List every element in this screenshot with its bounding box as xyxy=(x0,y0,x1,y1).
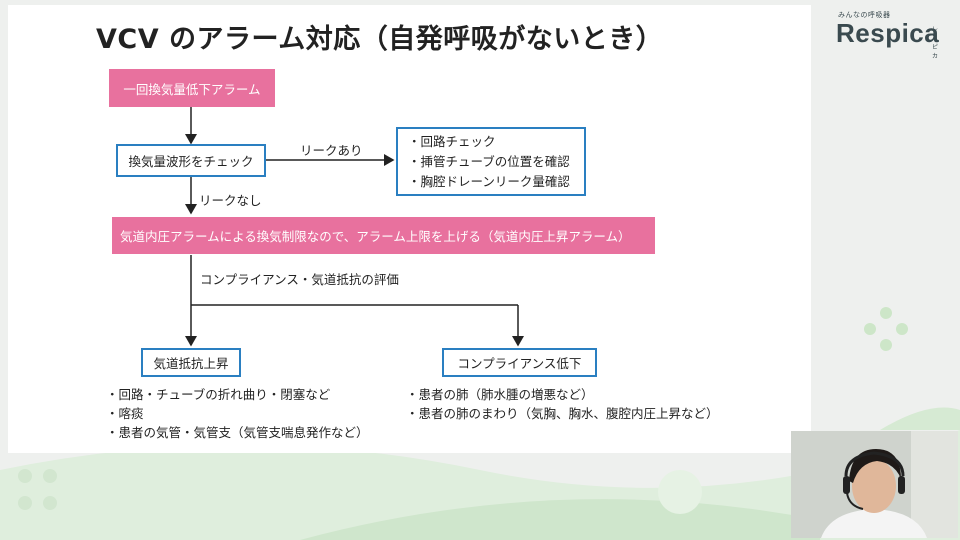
compliance-label: コンプライアンス低下 xyxy=(457,356,582,371)
resistance-box: 気道抵抗上昇 xyxy=(141,348,241,377)
presenter-webcam xyxy=(791,431,958,538)
start-alarm-box: 一回換気量低下アラーム xyxy=(109,69,275,107)
resistance-item: ・回路・チューブの折れ曲り・閉塞など xyxy=(106,387,331,402)
flow-connectors xyxy=(185,107,524,347)
resistance-item: ・喀痰 xyxy=(106,406,144,421)
leak-actions-box: ・回路チェック ・挿管チューブの位置を確認 ・胸腔ドレーンリーク量確認 xyxy=(396,127,586,196)
slide: VCV のアラーム対応（自発呼吸がないとき） 一回換気量低下アラーム 換気量波形… xyxy=(8,5,811,453)
logo-tagline: みんなの呼吸器 xyxy=(838,11,891,19)
check-waveform-label: 換気量波形をチェック xyxy=(128,154,254,169)
logo-sub: レスピカ xyxy=(932,26,939,60)
check-waveform-box: 換気量波形をチェック xyxy=(116,144,266,177)
compliance-item: ・患者の肺のまわり（気胸、胸水、腹腔内圧上昇など） xyxy=(406,406,719,421)
leak-item: ・回路チェック xyxy=(408,133,496,149)
leak-yes-label: リークあり xyxy=(300,143,363,158)
leak-no-label: リークなし xyxy=(199,193,262,208)
compliance-causes-list: ・患者の肺（肺水腫の増悪など） ・患者の肺のまわり（気胸、胸水、腹腔内圧上昇など… xyxy=(406,385,719,423)
presenter-video xyxy=(791,431,958,538)
slide-title: VCV のアラーム対応（自発呼吸がないとき） xyxy=(96,24,664,55)
logo-name: Respica xyxy=(836,18,940,48)
resistance-causes-list: ・回路・チューブの折れ曲り・閉塞など ・喀痰 ・患者の気管・気管支（気管支喘息発… xyxy=(106,385,369,442)
leak-item: ・胸腔ドレーンリーク量確認 xyxy=(408,173,570,189)
compliance-item: ・患者の肺（肺水腫の増悪など） xyxy=(406,387,594,402)
compliance-box: コンプライアンス低下 xyxy=(442,348,597,377)
pressure-limit-label: 気道内圧アラームによる換気制限なので、アラーム上限を上げる（気道内圧上昇アラーム… xyxy=(120,229,631,244)
resistance-item: ・患者の気管・気管支（気管支喘息発作など） xyxy=(106,425,369,440)
pressure-limit-box: 気道内圧アラームによる換気制限なので、アラーム上限を上げる（気道内圧上昇アラーム… xyxy=(112,217,655,254)
evaluate-label: コンプライアンス・気道抵抗の評価 xyxy=(200,272,399,287)
leak-actions-list: ・回路チェック ・挿管チューブの位置を確認 ・胸腔ドレーンリーク量確認 xyxy=(408,132,570,192)
start-alarm-label: 一回換気量低下アラーム xyxy=(123,81,261,97)
resistance-label: 気道抵抗上昇 xyxy=(153,356,229,371)
leak-item: ・挿管チューブの位置を確認 xyxy=(408,153,570,169)
dots-logo-icon xyxy=(864,307,908,351)
respica-logo: みんなの呼吸器 Respica レスピカ xyxy=(836,10,940,60)
